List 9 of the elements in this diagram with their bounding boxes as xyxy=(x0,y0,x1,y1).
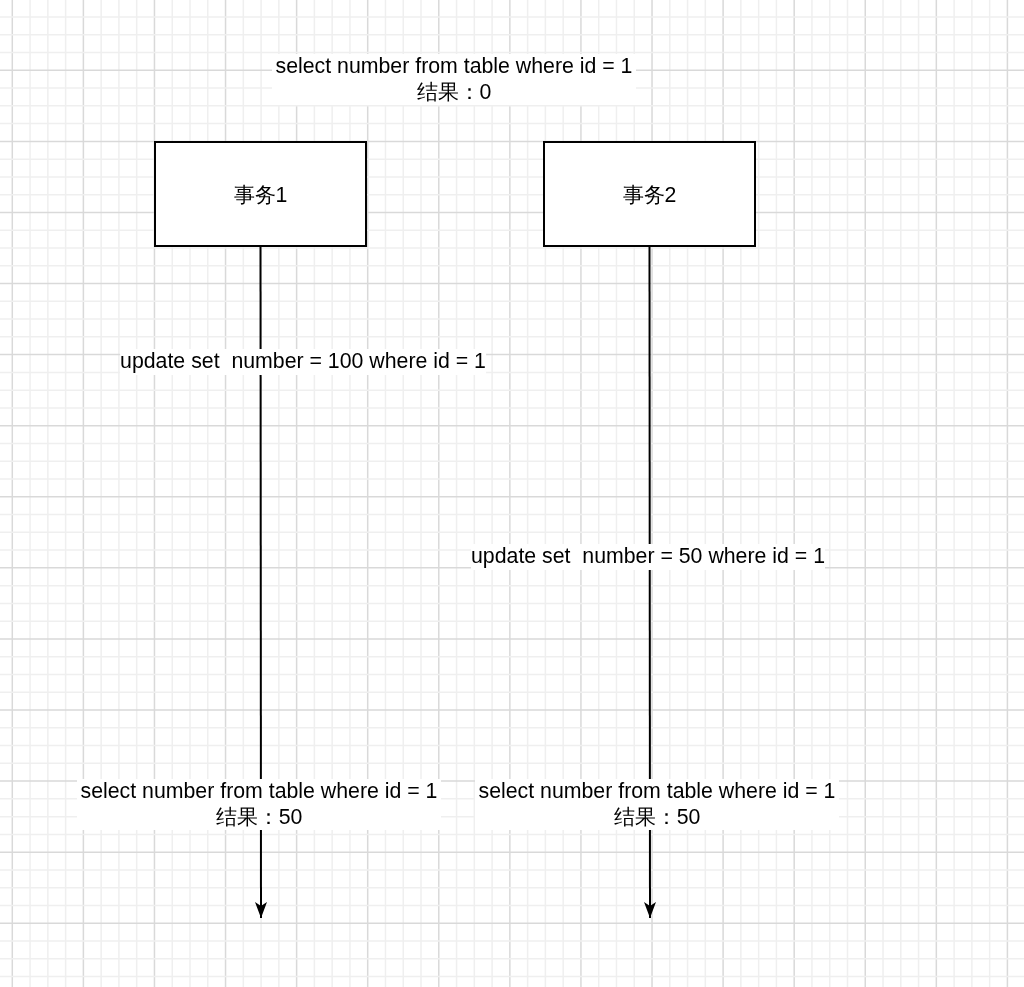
sql-annotation: select number from table where id = 1 结果：0 xyxy=(272,54,636,105)
sql-annotation: update set number = 100 where id = 1 xyxy=(120,349,486,375)
process-box: 事务2 xyxy=(543,141,756,247)
arrow xyxy=(644,246,656,919)
sql-annotation: update set number = 50 where id = 1 xyxy=(471,544,825,570)
sql-annotation: select number from table where id = 1 结果：50 xyxy=(475,779,839,830)
sql-annotation: select number from table where id = 1 结果：50 xyxy=(77,779,441,830)
process-box: 事务1 xyxy=(154,141,367,247)
arrow xyxy=(255,246,267,919)
